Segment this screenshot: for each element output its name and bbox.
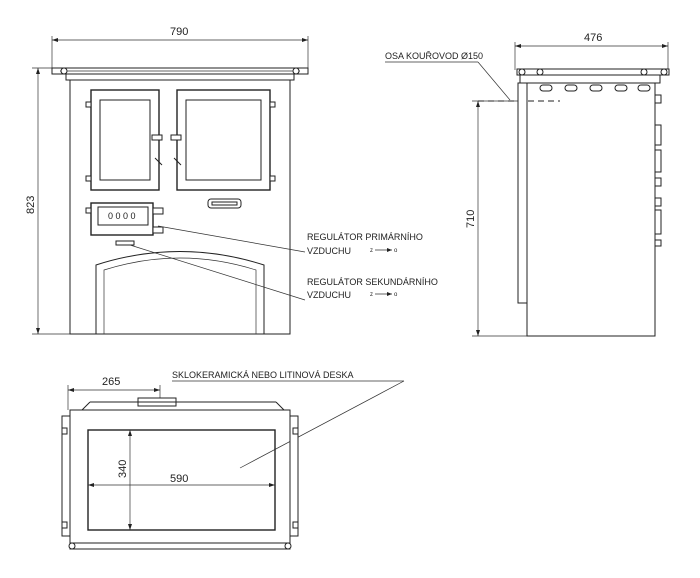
top-plate-width-dim: 590 — [170, 473, 188, 485]
svg-text:REGULÁTOR SEKUNDÁRNÍHO: REGULÁTOR SEKUNDÁRNÍHO — [307, 277, 438, 287]
flue-axis-label: OSA KOUŘOVOD Ø150 — [385, 51, 483, 61]
top-view: 265 SKLOKERAMICKÁ NEBO LITINOVÁ DESKA 59… — [61, 370, 405, 550]
svg-text:z: z — [370, 248, 373, 254]
side-view: 476 710 OSA KOUŘOVOD Ø150 — [385, 32, 670, 337]
svg-text:VZDUCHU: VZDUCHU — [307, 246, 351, 256]
secondary-regulator-callout: REGULÁTOR SEKUNDÁRNÍHO VZDUCHU z o — [307, 277, 438, 300]
svg-text:VZDUCHU: VZDUCHU — [307, 290, 351, 300]
side-height-dim: 710 — [465, 210, 477, 228]
svg-text:o: o — [394, 248, 398, 254]
top-plate-depth-dim: 340 — [117, 460, 129, 478]
svg-text:REGULÁTOR PRIMÁRNÍHO: REGULÁTOR PRIMÁRNÍHO — [307, 232, 423, 242]
front-height-dim: 823 — [25, 196, 37, 214]
top-offset-dim: 265 — [102, 376, 120, 388]
plate-label: SKLOKERAMICKÁ NEBO LITINOVÁ DESKA — [172, 370, 354, 380]
primary-regulator-callout: REGULÁTOR PRIMÁRNÍHO VZDUCHU z o — [307, 232, 423, 256]
front-width-dim: 790 — [170, 26, 188, 38]
front-view: 790 823 — [25, 26, 309, 335]
svg-text:z: z — [370, 292, 373, 298]
dial-readout: 0 0 0 0 — [108, 211, 136, 221]
svg-text:o: o — [394, 292, 398, 298]
side-depth-dim: 476 — [584, 32, 602, 44]
